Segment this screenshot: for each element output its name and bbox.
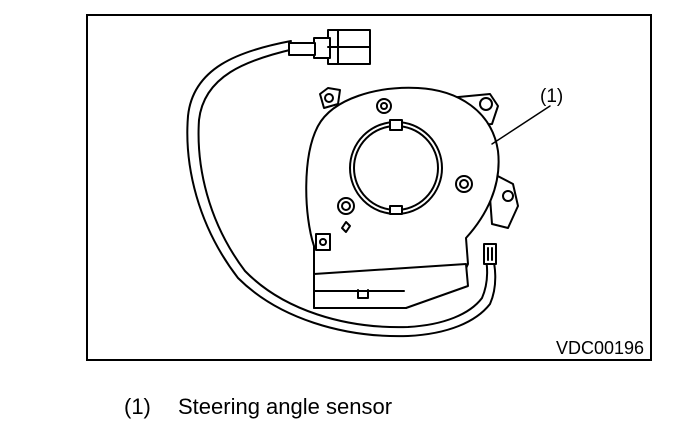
wire-harness-outer	[186, 40, 497, 338]
housing-lower-block	[313, 263, 469, 309]
legend-item: (1) Steering angle sensor	[124, 394, 392, 420]
figure-code: VDC00196	[556, 338, 644, 358]
legend-number: (1)	[124, 394, 151, 419]
callout-leader-line	[491, 105, 551, 145]
top-left-tab	[319, 87, 341, 109]
bolt-hole-left	[337, 197, 355, 215]
legend-text: Steering angle sensor	[178, 394, 393, 419]
figure-frame: (1) VDC00196	[86, 14, 652, 361]
wire-harness-inner	[197, 48, 489, 329]
bolt-hole-top	[376, 98, 392, 114]
callout-label: (1)	[540, 86, 563, 107]
bolt-hole-right	[455, 175, 473, 193]
legend: (1) Steering angle sensor	[124, 394, 392, 420]
steering-angle-sensor-drawing: (1) VDC00196	[186, 29, 644, 358]
sensor-housing	[305, 86, 500, 309]
connector-tab	[313, 37, 331, 59]
